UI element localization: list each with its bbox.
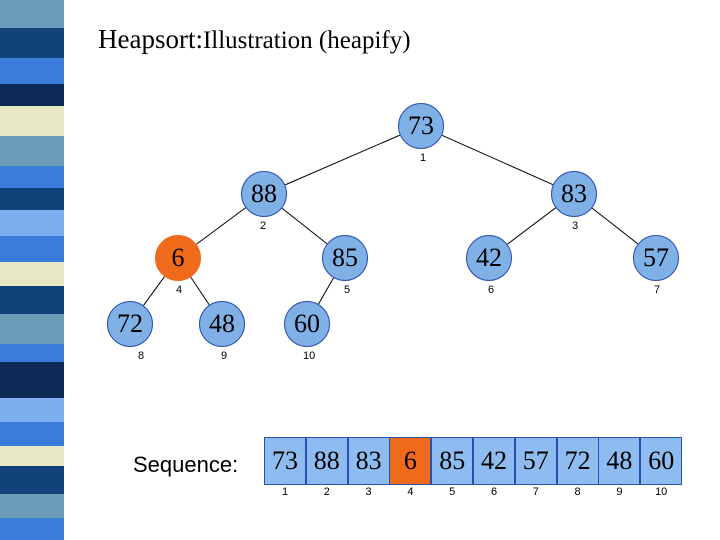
stripe-block: [0, 236, 64, 262]
tree-edge: [318, 277, 334, 305]
tree-node-index: 9: [221, 350, 228, 362]
sequence-cell-index: 4: [407, 486, 414, 498]
tree-node: 83: [551, 171, 597, 217]
sequence-cell: 73: [264, 437, 306, 485]
stripe-block: [0, 494, 64, 518]
stripe-block: [0, 58, 64, 84]
stripe-block: [0, 362, 64, 398]
sequence-cell-index: 1: [281, 486, 289, 498]
tree-node: 57: [633, 235, 679, 281]
tree-node: 60: [284, 301, 330, 347]
tree-node-index: 2: [260, 220, 267, 232]
sequence-cell-index: 5: [449, 486, 456, 498]
sequence-cell: 83: [347, 437, 390, 485]
stripe-block: [0, 166, 64, 188]
sequence-cell-index: 9: [616, 486, 623, 498]
sequence-cell-index: 2: [323, 486, 330, 498]
tree-node: 72: [107, 301, 153, 347]
tree-edge: [591, 207, 639, 245]
sequence-cell-index: 7: [532, 486, 539, 498]
stripe-block: [0, 422, 64, 446]
tree-node-index: 4: [176, 284, 183, 296]
stripe-block: [0, 0, 64, 28]
tree-edge: [281, 207, 328, 245]
tree-node-index: 1: [420, 152, 427, 164]
sequence-cell-index: 10: [655, 486, 668, 498]
sequence-cell: 60: [640, 437, 683, 485]
tree-edge: [143, 276, 165, 306]
tree-edge: [441, 134, 554, 186]
sequence-cell: 42: [473, 437, 515, 485]
sequence-cell-index: 8: [574, 486, 581, 498]
title-bold: Heapsort:: [98, 24, 203, 54]
stripe-block: [0, 344, 64, 362]
sequence-cell: 48: [598, 437, 641, 485]
stripe-block: [0, 106, 64, 136]
tree-node-index: 7: [654, 284, 661, 296]
tree-edge: [190, 276, 210, 306]
stripe-block: [0, 28, 64, 58]
stripe-block: [0, 518, 64, 540]
sequence-cell: 85: [431, 437, 474, 485]
stripe-block: [0, 446, 64, 466]
sequence-cell: 57: [514, 437, 557, 485]
tree-node: 6: [155, 235, 201, 281]
stripe-block: [0, 398, 64, 422]
tree-node-index: 6: [488, 284, 495, 296]
sequence-label: Sequence:: [133, 452, 239, 477]
tree-edge: [284, 134, 401, 186]
stripe-block: [0, 188, 64, 210]
stripe-block: [0, 262, 64, 286]
sequence-cell: 72: [556, 437, 599, 485]
stripe-block: [0, 466, 64, 494]
tree-node-index: 10: [303, 350, 316, 362]
tree-edge: [196, 207, 246, 245]
sequence-cell: 6: [389, 437, 432, 485]
tree-node: 42: [466, 235, 512, 281]
stripe-block: [0, 136, 64, 166]
tree-node: 88: [241, 171, 287, 217]
stripe-block: [0, 210, 64, 236]
tree-node: 48: [199, 301, 245, 347]
sequence-cell: 88: [305, 437, 348, 485]
sequence-cell-index: 6: [490, 486, 498, 498]
slide-title: Heapsort:Illustration (heapify): [98, 24, 411, 55]
stripe-block: [0, 314, 64, 344]
tree-node-index: 5: [344, 284, 351, 296]
tree-node-index: 8: [138, 350, 145, 362]
tree-node: 73: [398, 103, 444, 149]
tree-node-index: 3: [572, 220, 579, 232]
title-rest: Illustration (heapify): [202, 27, 411, 54]
tree-node: 85: [322, 235, 368, 281]
tree-edge: [507, 207, 556, 245]
sequence-cell-index: 3: [365, 486, 372, 498]
stripe-block: [0, 84, 64, 106]
stripe-block: [0, 286, 64, 314]
